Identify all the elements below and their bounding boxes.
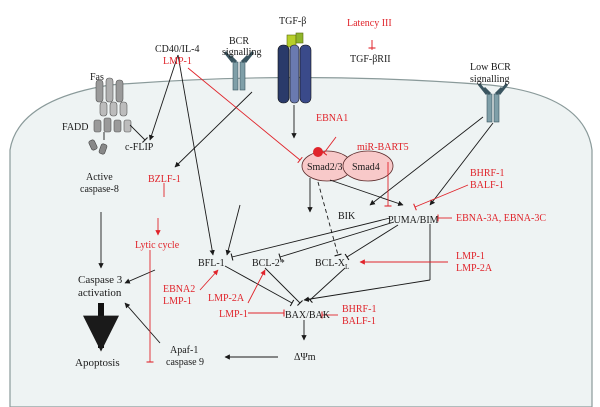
apaf1-label: Apaf-1 (170, 345, 198, 356)
active-label: Active (86, 172, 113, 183)
caspase8-label: caspase-8 (80, 184, 119, 195)
bik-label: BIK (338, 211, 356, 222)
puma-bim-label: PUMA/BIM (388, 215, 439, 226)
smad4-shape (342, 150, 394, 182)
lmp2a-center-label: LMP-2A (208, 293, 245, 304)
lytic-cycle-label: Lytic cycle (135, 240, 180, 251)
ebna2-label: EBNA2 (163, 284, 195, 295)
fas-receptor-icon (95, 77, 128, 117)
low-bcr-label: Low BCR (470, 62, 511, 73)
apoptosis-label: Apoptosis (75, 357, 120, 369)
bcr-signalling-label: signalling (222, 47, 261, 58)
ebna1-label: EBNA1 (316, 113, 348, 124)
balf1-b-label: BALF-1 (342, 316, 376, 327)
bhrf1-b-label: BHRF-1 (342, 304, 376, 315)
phospho-dot-icon (313, 147, 323, 157)
activation-label: activation (78, 287, 122, 299)
bfl1-label: BFL-1 (198, 258, 225, 269)
tgf-beta-receptor-icon (277, 32, 312, 104)
fas-label: Fas (90, 72, 104, 83)
balf1-a-label: BALF-1 (470, 180, 504, 191)
latency-iii-label: Latency III (347, 18, 392, 29)
lmp1-left-label: LMP-1 (163, 296, 192, 307)
cd40-label: CD40/IL-4 (155, 44, 199, 55)
lmp2a-right-label: LMP-2A (456, 263, 493, 274)
red-edges (146, 40, 469, 363)
black-edges (83, 54, 494, 360)
lmp1-right-label: LMP-1 (456, 251, 485, 262)
bhrf1-a-label: BHRF-1 (470, 168, 504, 179)
lmp1-top-label: LMP-1 (163, 56, 192, 67)
caspase3-label: Caspase 3 (78, 274, 123, 286)
bzlf1-label: BZLF-1 (148, 174, 181, 185)
smad4-label: Smad4 (352, 162, 380, 173)
bcl2-label: BCL-2* (252, 258, 285, 269)
bax-bak-label: BAX/BAK (285, 310, 331, 321)
cflip-label: c-FLIP (125, 142, 154, 153)
caspase9-label: caspase 9 (166, 357, 204, 368)
ebna3-label: EBNA-3A, EBNA-3C (456, 213, 546, 224)
smad23-label: Smad2/3 (307, 162, 343, 173)
tgfbrii-label: TGF-βRII (350, 54, 391, 65)
mir-bart5-label: miR-BART5 (357, 142, 409, 153)
bcr-receptor-icon (223, 51, 255, 91)
lmp1-center-label: LMP-1 (219, 309, 248, 320)
low-bcr-signalling-label: signalling (470, 74, 509, 85)
caspase8-icon (88, 139, 108, 155)
fadd-label: FADD (62, 122, 88, 133)
low-bcr-receptor-icon (477, 83, 509, 123)
bclxl-label: BCL-XL (315, 258, 349, 271)
bcr-label: BCR (229, 36, 249, 47)
delta-psi-m-label: ΔΨm (294, 352, 316, 363)
tgf-beta-label: TGF-β (279, 16, 306, 27)
